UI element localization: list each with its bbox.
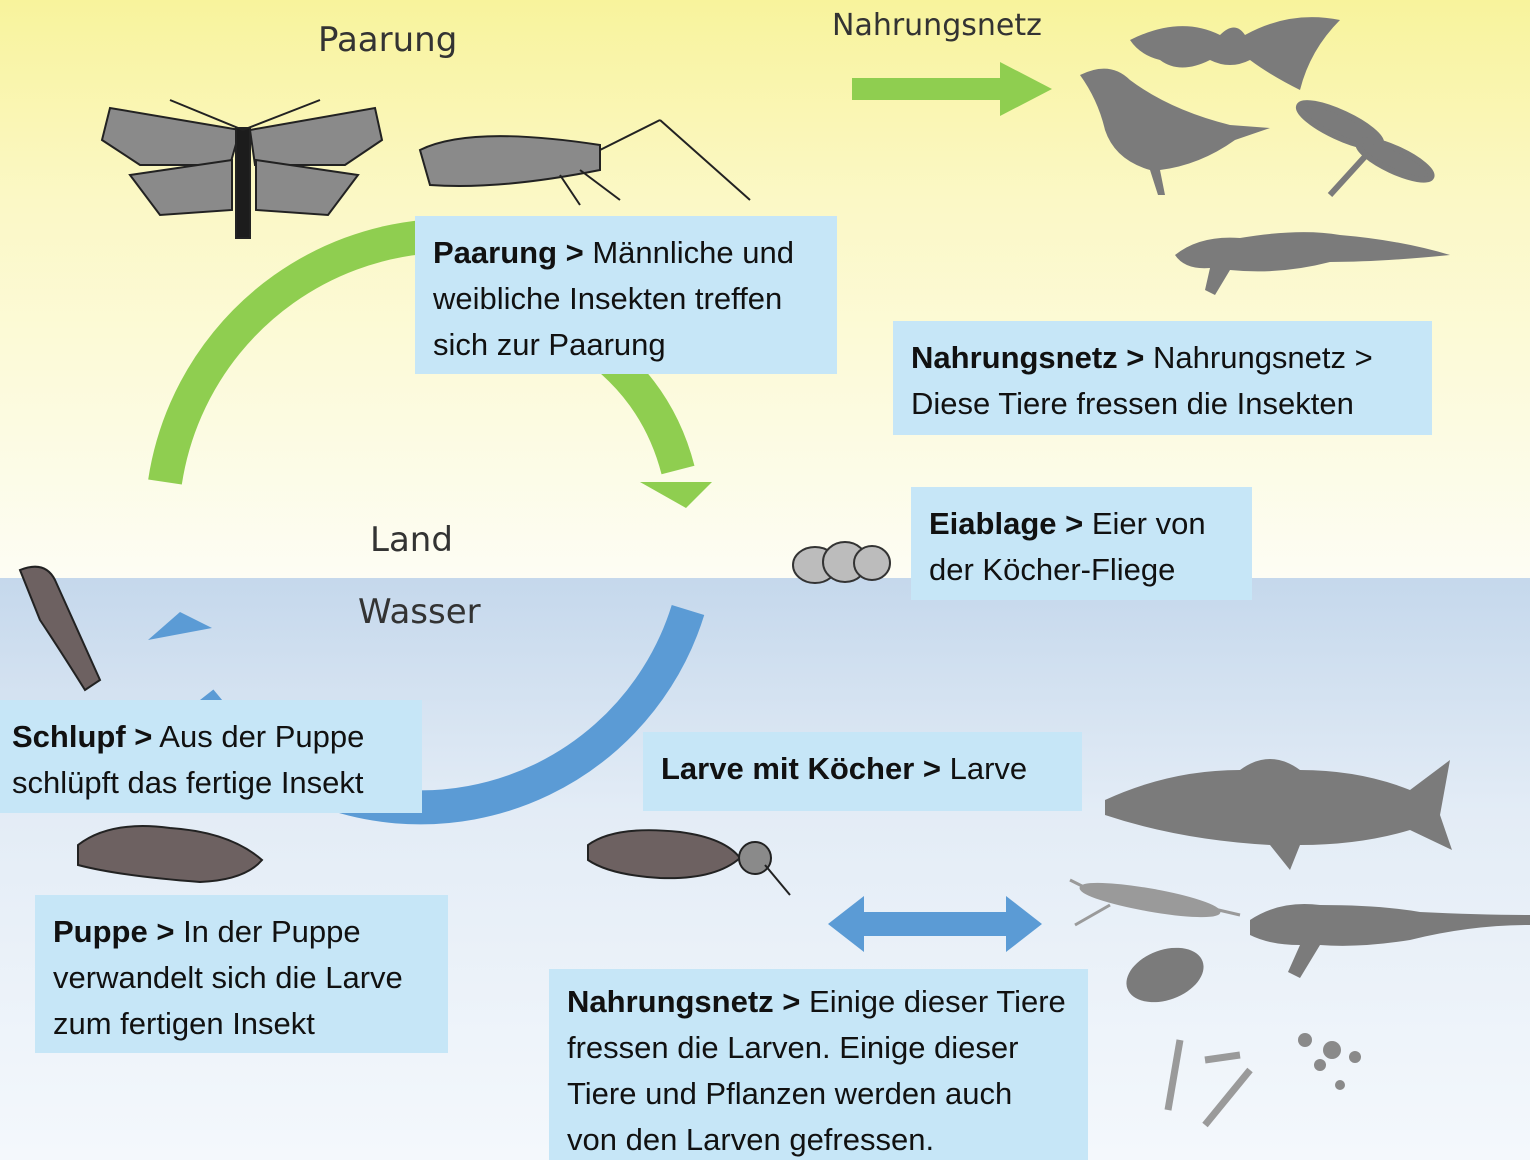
- bird-silhouette: [1080, 69, 1270, 195]
- eggs-silhouette: [793, 542, 890, 583]
- box-eiablage-title: Eiablage >: [929, 506, 1083, 541]
- moth-silhouette: [102, 100, 382, 238]
- food-web-arrow-shaft: [852, 78, 1002, 100]
- label-land: Land: [370, 520, 453, 560]
- box-schlupf: Schlupf > Aus der Puppe schlüpft das fer…: [0, 700, 422, 813]
- leaf-silhouette: [1119, 938, 1211, 1012]
- fish-silhouette: [1105, 759, 1452, 870]
- newt-silhouette: [1175, 232, 1450, 295]
- box-paarung: Paarung > Männliche und weibliche Insekt…: [415, 216, 837, 374]
- exuvia-silhouette: [20, 567, 100, 690]
- pupa-silhouette: [78, 826, 262, 882]
- box-nahrungsnetz-land: Nahrungsnetz > Nahrungsnetz > Diese Tier…: [893, 321, 1432, 435]
- land-cycle-arrowhead: [640, 482, 712, 508]
- box-paarung-title: Paarung >: [433, 235, 584, 270]
- water-cycle-arrowhead: [148, 612, 212, 640]
- dragonfly-silhouette: [1294, 95, 1436, 195]
- box-puppe: Puppe > In der Puppe verwandelt sich die…: [35, 895, 448, 1053]
- box-larve: Larve mit Köcher > Larve: [643, 732, 1082, 811]
- larva-silhouette: [588, 830, 790, 895]
- box-nahrungsnetz-land-title: Nahrungsnetz >: [911, 340, 1144, 375]
- box-nahrungsnetz-wasser: Nahrungsnetz > Einige dieser Tiere fress…: [549, 969, 1088, 1160]
- caddisfly-silhouette: [420, 120, 750, 205]
- bat-silhouette: [1130, 17, 1340, 90]
- box-larve-title: Larve mit Köcher >: [661, 751, 941, 786]
- box-larve-text: Larve: [941, 751, 1027, 786]
- box-eiablage: Eiablage > Eier von der Köcher-Fliege: [911, 487, 1252, 600]
- double-arrow-shaft: [862, 912, 1008, 936]
- food-web-arrow-head: [1000, 62, 1052, 116]
- algae-silhouette: [1168, 1040, 1250, 1125]
- heading-nahrungsnetz: Nahrungsnetz: [832, 8, 1042, 43]
- box-puppe-title: Puppe >: [53, 914, 174, 949]
- water-larva-silhouette: [1070, 878, 1240, 925]
- particles-silhouette: [1298, 1033, 1361, 1090]
- box-nahrungsnetz-wasser-title: Nahrungsnetz >: [567, 984, 800, 1019]
- water-newt-silhouette: [1250, 904, 1530, 978]
- double-arrow-left-head: [828, 896, 864, 952]
- label-wasser: Wasser: [358, 592, 481, 632]
- box-schlupf-title: Schlupf >: [12, 719, 152, 754]
- heading-paarung: Paarung: [318, 20, 457, 60]
- double-arrow-right-head: [1006, 896, 1042, 952]
